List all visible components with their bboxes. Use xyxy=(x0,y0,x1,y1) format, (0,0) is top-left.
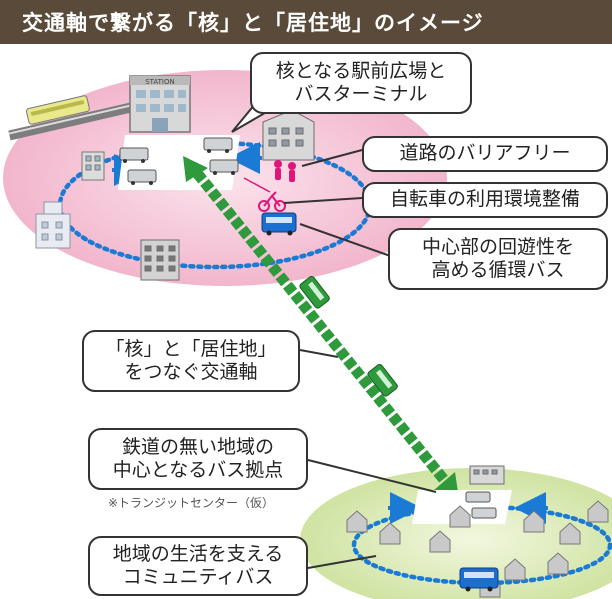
callout-line: 中心となるバス拠点 xyxy=(112,459,284,481)
callout-line: 「核」と「居住地」 xyxy=(105,337,277,360)
pedestrian-icon xyxy=(274,160,296,182)
transit-center-note: ※トランジットセンター（仮） xyxy=(108,496,275,510)
callout-line: 中心部の回遊性を xyxy=(421,235,574,258)
hospital-icon xyxy=(35,201,71,249)
loop-bus-icon xyxy=(261,212,297,236)
callout-line: 鉄道の無い地域の xyxy=(121,435,274,458)
callout-line: 高める循環バス xyxy=(431,259,565,281)
station-sign: STATION xyxy=(145,78,175,86)
callout-line: 道路のバリアフリー xyxy=(399,142,571,165)
callout-pointer-axis xyxy=(299,349,339,358)
callout-pointer-community xyxy=(307,555,377,569)
callout-bicycle: 自転車の利用環境整備 xyxy=(362,182,608,218)
diagram-title: 交通軸で繋がる「核」と「居住地」のイメージ xyxy=(22,11,484,35)
terminal-bus-icon xyxy=(119,137,239,183)
callout-pointer-loop-bus xyxy=(299,223,397,259)
callout-loop-bus: 中心部の回遊性を 高める循環バス xyxy=(388,228,608,290)
callout-line: 核となる駅前広場と xyxy=(275,59,447,82)
bus-hub-shelter-icon xyxy=(469,465,505,485)
station-building-icon: STATION xyxy=(129,75,191,133)
callout-pointer-hub xyxy=(307,459,437,493)
callout-barrier-free: 道路のバリアフリー xyxy=(362,136,608,172)
callout-community-bus: 地域の生活を支える コミュニティバス xyxy=(88,536,308,596)
callout-line: コミュニティバス xyxy=(122,566,274,588)
callout-station-hub: 核となる駅前広場と バスターミナル xyxy=(250,52,472,114)
callout-line: バスターミナル xyxy=(294,83,428,105)
callout-line: をつなぐ交通軸 xyxy=(124,361,258,383)
callout-pointer-barrier-free xyxy=(301,149,363,167)
callout-line: 地域の生活を支える xyxy=(112,542,284,565)
callout-pointer-bicycle xyxy=(283,197,363,204)
bicycle-icon xyxy=(258,191,286,212)
pedestrian-route-line xyxy=(243,177,271,193)
callout-transport-axis: 「核」と「居住地」 をつなぐ交通軸 xyxy=(82,330,300,392)
building-icon-left xyxy=(81,151,105,181)
axis-bus-icon-2 xyxy=(367,363,398,397)
community-bus-icon xyxy=(459,567,499,592)
title-bar: 交通軸で繋がる「核」と「居住地」のイメージ xyxy=(0,0,612,44)
hub-bus-icon xyxy=(465,491,497,519)
callout-bus-hub: 鉄道の無い地域の 中心となるバス拠点 xyxy=(88,428,308,490)
office-building-icon xyxy=(140,239,180,281)
callout-line: 自転車の利用環境整備 xyxy=(389,188,580,211)
axis-bus-icon-1 xyxy=(299,275,330,309)
